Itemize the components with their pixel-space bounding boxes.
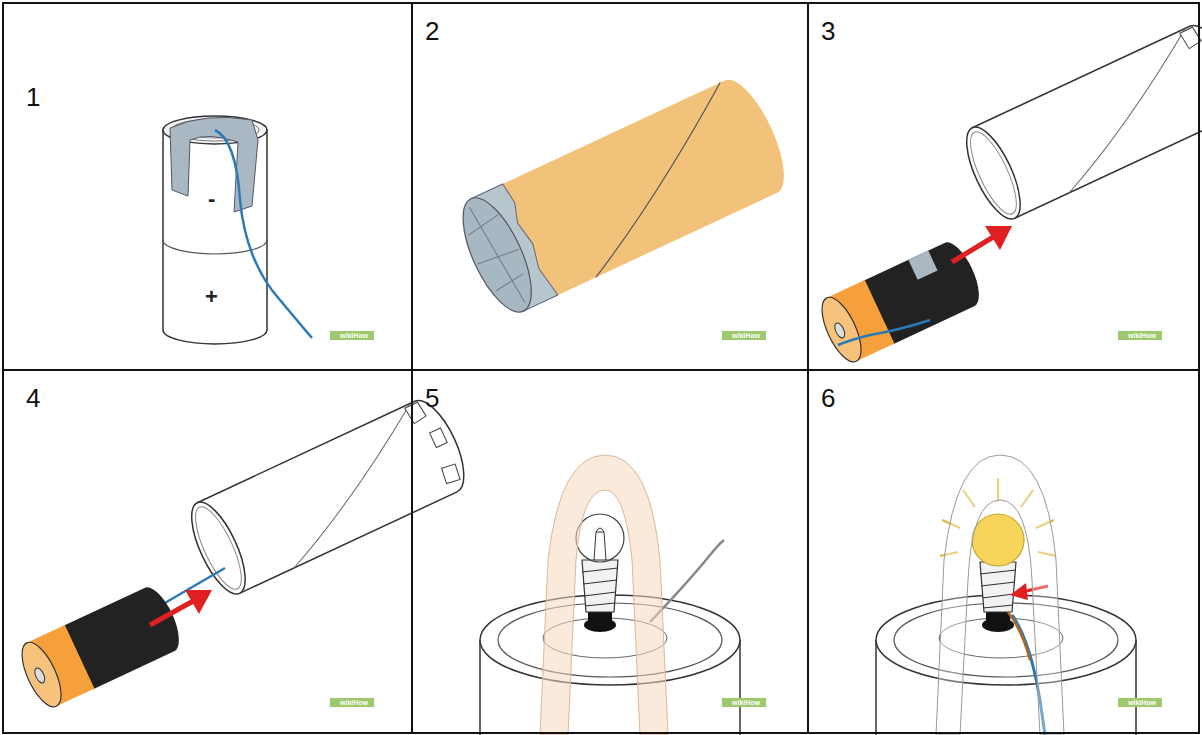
cloth-drape bbox=[540, 455, 668, 735]
white-tube bbox=[962, 126, 1025, 219]
taped-tube bbox=[454, 196, 540, 314]
white-tube bbox=[181, 495, 256, 601]
red-arrow bbox=[1010, 583, 1028, 600]
polarity-sign: + bbox=[205, 284, 218, 310]
red-arrow bbox=[150, 600, 195, 625]
white-tube bbox=[252, 403, 453, 568]
battery bbox=[14, 637, 69, 712]
white-tube bbox=[956, 120, 1031, 226]
battery bbox=[14, 582, 187, 712]
lit-bulb bbox=[972, 514, 1024, 566]
lit-bulb bbox=[980, 570, 1016, 608]
bulb bbox=[576, 514, 624, 632]
bulb bbox=[594, 528, 606, 560]
step-panel: 1 bbox=[2, 2, 413, 371]
can-with-tape bbox=[170, 117, 258, 212]
white-tube bbox=[187, 501, 250, 594]
red-arrow bbox=[952, 226, 1012, 262]
red-arrow bbox=[985, 226, 1012, 250]
wire bbox=[838, 320, 930, 345]
red-arrow bbox=[150, 590, 212, 625]
battery bbox=[908, 251, 937, 280]
can-top bbox=[894, 603, 1118, 677]
can-with-tape bbox=[215, 130, 312, 338]
cloth-drape bbox=[936, 455, 1064, 735]
taped-tube bbox=[449, 71, 797, 321]
red-arrow bbox=[952, 236, 995, 262]
watermark: wikiHow bbox=[722, 698, 766, 707]
polarity-sign: - bbox=[208, 186, 215, 212]
red-arrow bbox=[185, 590, 212, 614]
can-top bbox=[480, 595, 740, 735]
watermark: wikiHow bbox=[722, 331, 766, 340]
white-tube bbox=[181, 393, 475, 601]
battery bbox=[33, 666, 47, 684]
step-number: 2 bbox=[425, 16, 439, 47]
taped-tube bbox=[449, 189, 545, 322]
can-with-tape bbox=[163, 116, 312, 344]
watermark: wikiHow bbox=[1118, 698, 1162, 707]
can-top bbox=[498, 603, 722, 677]
step-number: 6 bbox=[821, 383, 835, 414]
wire bbox=[1008, 612, 1030, 660]
step-number: 5 bbox=[425, 383, 439, 414]
bulb bbox=[582, 568, 618, 606]
step-panel: 3 bbox=[807, 2, 1200, 371]
white-tube bbox=[1027, 28, 1202, 193]
step-panel: 5 bbox=[411, 369, 809, 734]
step-number: 1 bbox=[26, 82, 40, 113]
step-panel: 4 bbox=[2, 369, 413, 734]
watermark: wikiHow bbox=[1118, 331, 1162, 340]
step-panel: 2 bbox=[411, 2, 809, 371]
bulb bbox=[576, 514, 624, 562]
step-panel: 6 bbox=[807, 369, 1200, 734]
watermark: wikiHow bbox=[330, 331, 374, 340]
lit-bulb bbox=[986, 612, 1010, 624]
can-top bbox=[876, 595, 1136, 735]
taped-tube bbox=[543, 83, 772, 278]
bulb bbox=[588, 612, 612, 624]
lit-bulb bbox=[980, 562, 1016, 612]
watermark: wikiHow bbox=[330, 698, 374, 707]
step-number: 3 bbox=[821, 16, 835, 47]
step-number: 4 bbox=[26, 383, 40, 414]
battery bbox=[833, 321, 847, 339]
bulb bbox=[582, 560, 618, 612]
white-tube bbox=[956, 18, 1202, 226]
battery bbox=[814, 292, 869, 367]
